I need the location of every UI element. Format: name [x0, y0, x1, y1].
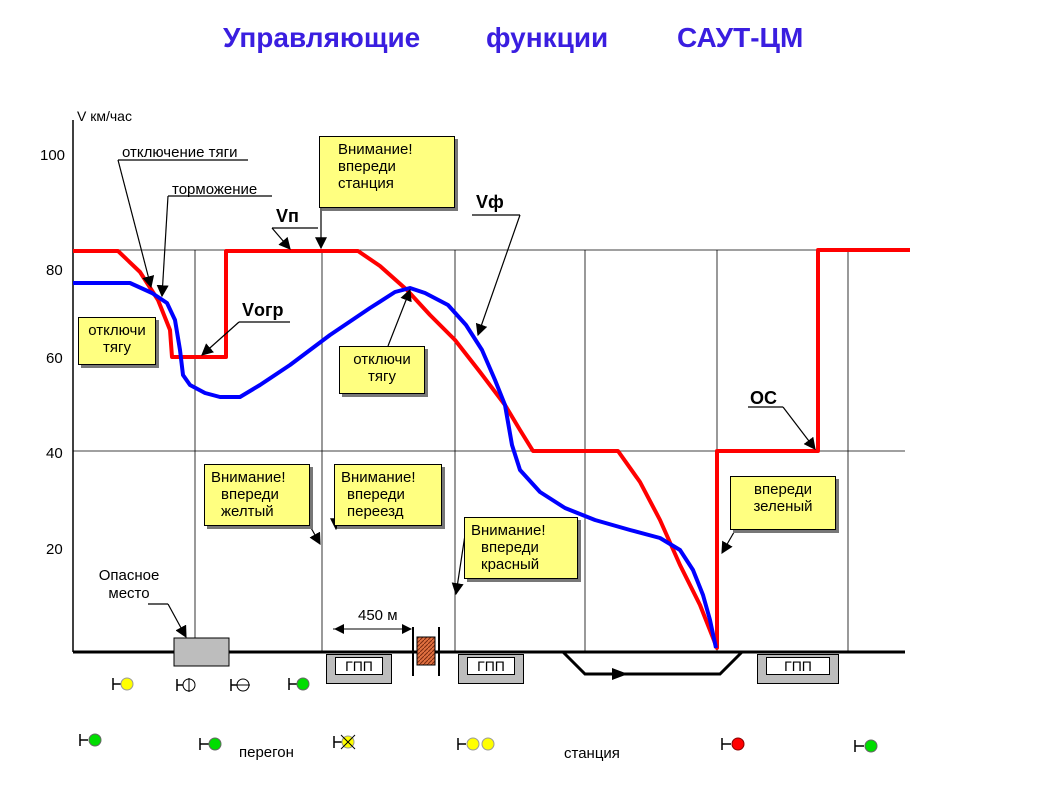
- y-tick-80: 80: [46, 262, 63, 279]
- label-os: ОС: [750, 388, 777, 408]
- vf-curve: [73, 281, 718, 649]
- signal-off-2: [230, 678, 250, 692]
- label-vp: Vп: [276, 206, 299, 226]
- signal-green-4: [854, 739, 878, 753]
- box-attention-yellow: Внимание! впереди желтый: [204, 464, 310, 526]
- signal-yellow-1: [112, 677, 134, 691]
- y-tick-20: 20: [46, 541, 63, 558]
- box-ahead-green: впереди зеленый: [730, 476, 836, 530]
- label-distance: 450 м: [358, 607, 398, 624]
- box-cut-traction-2: отключи тягу: [339, 346, 425, 394]
- box-attention-red: Внимание! впереди красный: [464, 517, 578, 579]
- title-part-2: функции: [486, 22, 609, 53]
- signal-green-2: [79, 733, 102, 747]
- signal-red: [721, 737, 745, 751]
- title-part-3: САУТ-ЦМ: [677, 22, 804, 53]
- siding-arrow: [612, 668, 628, 680]
- grid-horizontals: [73, 249, 905, 452]
- danger-place-block: [173, 637, 230, 667]
- label-station: станция: [564, 745, 620, 762]
- signal-yellow-crossed: [333, 734, 356, 750]
- station-siding: [561, 650, 744, 676]
- leader-arrows: [117, 159, 816, 639]
- gpp-block-1: ГПП: [326, 654, 392, 684]
- label-traction-off: отключение тяги: [122, 144, 238, 161]
- y-tick-40: 40: [46, 445, 63, 462]
- gpp-block-3: ГПП: [757, 654, 839, 684]
- label-braking: торможение: [172, 181, 258, 198]
- vp-curve: [73, 248, 910, 650]
- crossing-block: [416, 636, 436, 666]
- box-cut-traction-1: отключи тягу: [78, 317, 156, 365]
- title-part-1: Управляющие: [223, 22, 421, 53]
- signal-double-yellow: [457, 737, 495, 751]
- box-attention-station: Внимание! впереди станция: [319, 136, 455, 208]
- label-peregon: перегон: [239, 744, 294, 761]
- label-vf: Vф: [476, 192, 504, 212]
- signal-green-1: [288, 677, 310, 691]
- gpp-block-2: ГПП: [458, 654, 524, 684]
- y-tick-100: 100: [40, 147, 66, 164]
- box-attention-crossing: Внимание! впереди переезд: [334, 464, 442, 526]
- y-tick-60: 60: [46, 350, 63, 367]
- label-vogr: Vогр: [242, 300, 284, 320]
- signal-off-1: [176, 678, 196, 692]
- y-axis-label: V км/час: [77, 108, 132, 124]
- label-danger-place: Опасное место: [98, 567, 160, 602]
- signal-green-3: [199, 737, 222, 751]
